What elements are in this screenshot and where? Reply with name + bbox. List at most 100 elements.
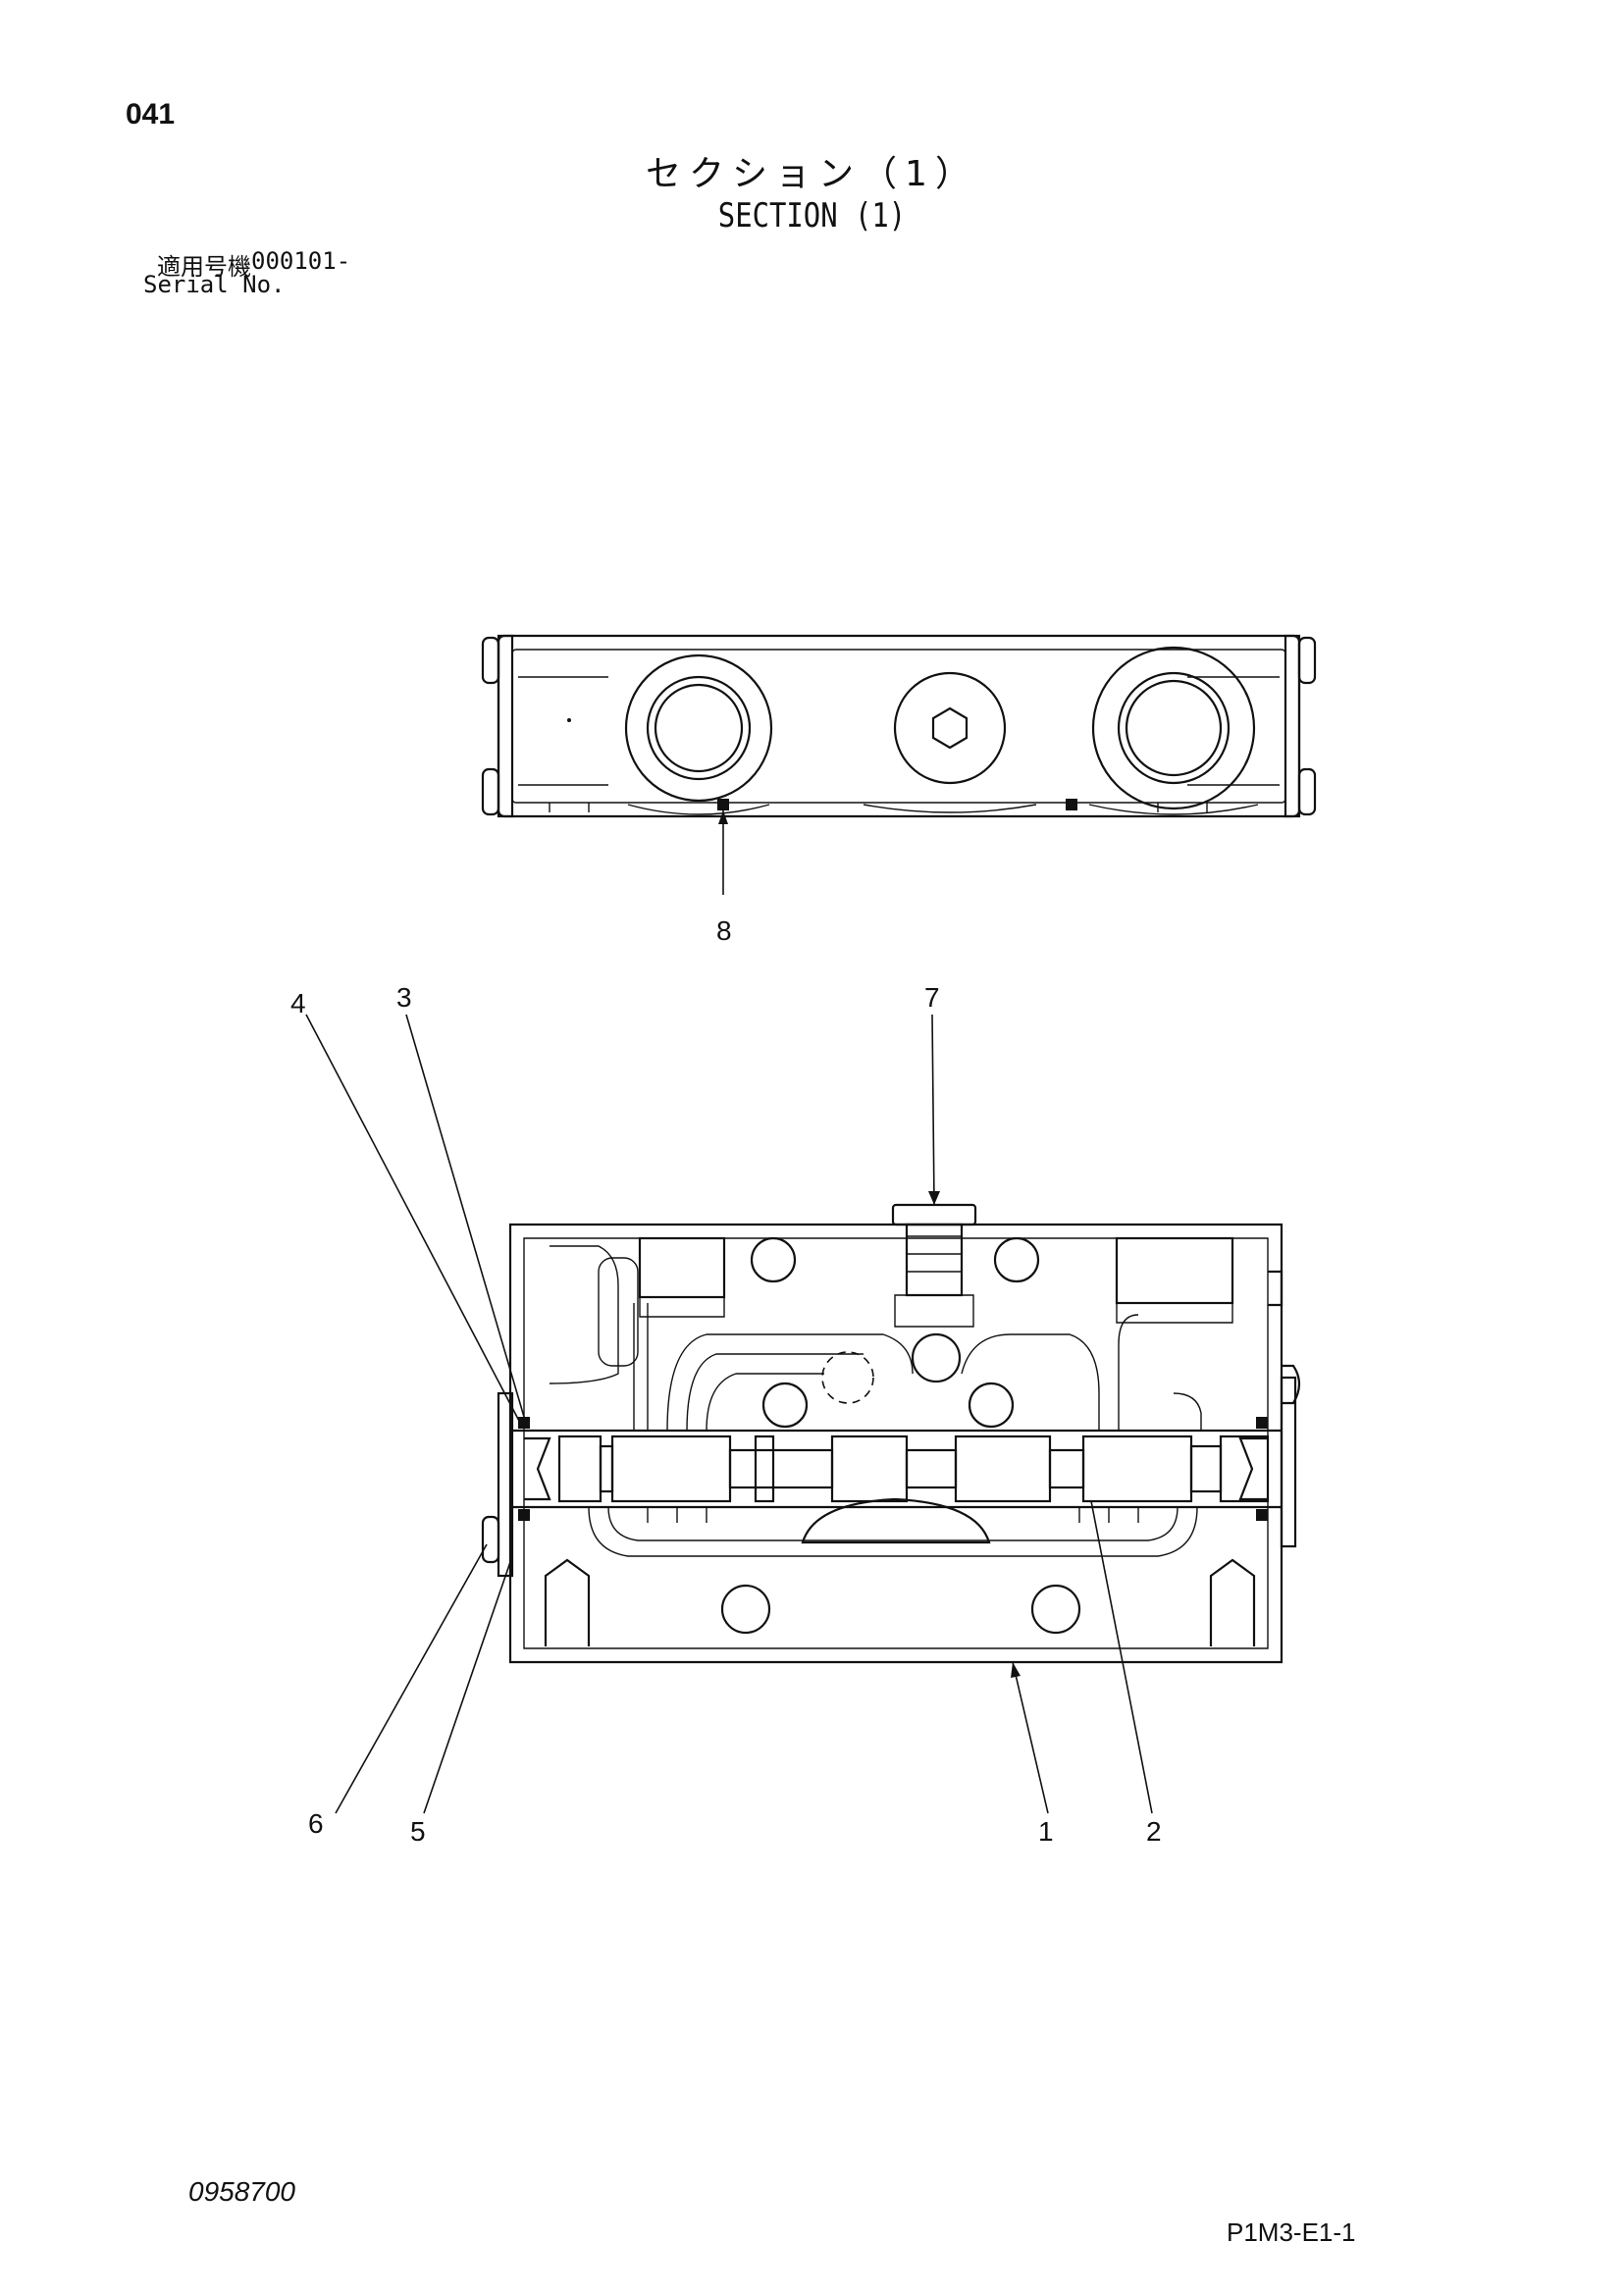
bolt-head-right-top (1297, 636, 1317, 685)
arrow-1-icon (1011, 1662, 1021, 1678)
seal-bottom-right (1256, 1509, 1268, 1521)
spool-land-3 (830, 1434, 909, 1503)
upper-passage-f (1173, 1392, 1202, 1431)
spool-end-right (1219, 1434, 1270, 1503)
right-side-notch (1268, 1270, 1283, 1307)
bolt-head-right-bottom (1297, 767, 1317, 816)
callout-6: 6 (308, 1808, 324, 1839)
leader-4 (305, 1014, 521, 1424)
upper-right-port-step (1116, 1303, 1233, 1324)
spool-land-1 (610, 1434, 732, 1503)
left-end-plate (497, 634, 514, 818)
upper-left-port-step (639, 1297, 725, 1318)
seal-top-right (1256, 1417, 1268, 1429)
o-ring-8-left (717, 799, 729, 810)
upper-right-port (1115, 1236, 1234, 1305)
serial-label-japanese: 適用号機 (157, 253, 251, 281)
plug-7-threads (907, 1235, 962, 1273)
spool-groove-2 (905, 1448, 958, 1489)
left-vertical-passage (633, 1303, 649, 1431)
inner-channel-lines (518, 676, 1280, 786)
lower-passage-inner (607, 1506, 1179, 1541)
leader-1 (1012, 1661, 1049, 1814)
plug-7-seat (894, 1294, 974, 1328)
lower-bore-left (544, 1558, 591, 1646)
dot-mark (567, 718, 571, 722)
right-side-boss (1282, 1364, 1301, 1405)
spool-end-left (557, 1434, 602, 1503)
leader-lines (305, 810, 1153, 1814)
leader-7 (931, 1014, 935, 1206)
leader-6 (335, 1543, 488, 1814)
seal-3-bottom-left (518, 1509, 530, 1521)
hidden-passage (821, 1351, 874, 1404)
title-japanese: セクション（1） (646, 154, 978, 194)
callout-1: 1 (1038, 1816, 1054, 1847)
page-number: 041 (126, 98, 176, 130)
upper-passage-b (686, 1353, 864, 1432)
right-end-plate (1283, 634, 1301, 818)
front-view (481, 1203, 1301, 1664)
spool-land-4 (954, 1434, 1052, 1503)
spool-cap-left (524, 1436, 551, 1501)
spool-land-2 (754, 1434, 775, 1503)
passage-hole-3 (761, 1382, 809, 1429)
lower-dome-cavity (801, 1497, 991, 1544)
document-number: 0958700 (188, 2176, 296, 2207)
bolt-head-left-top (481, 636, 500, 685)
plug-7-shank (905, 1223, 964, 1297)
plug-7-head (891, 1203, 977, 1226)
o-ring-8-right (1066, 799, 1077, 810)
upper-passage-e (1118, 1314, 1139, 1431)
upper-left-cavity (549, 1245, 619, 1384)
spool-land-5 (1081, 1434, 1193, 1503)
spool-groove-3 (1048, 1448, 1085, 1489)
lower-hole-left (720, 1584, 771, 1635)
spool-cap-right (1238, 1436, 1268, 1501)
front-right-end-plate (1280, 1376, 1297, 1548)
callout-4: 4 (290, 988, 306, 1018)
lower-bore-right (1209, 1558, 1256, 1646)
arrow-8-icon (718, 810, 728, 824)
center-plug (893, 671, 1007, 785)
callout-7: 7 (924, 982, 940, 1013)
lower-groove-ticks (647, 1507, 1139, 1523)
callout-labels: 8 4 3 7 6 5 1 2 (290, 915, 1162, 1847)
spool-neck-1 (599, 1444, 614, 1493)
valve-body-inner (523, 1237, 1269, 1649)
leader-3 (405, 1014, 525, 1418)
upper-passage-d (961, 1333, 1100, 1431)
seal-3-top-left (518, 1417, 530, 1429)
right-port-inner (1125, 679, 1223, 777)
front-bolt-head-left (481, 1515, 500, 1564)
callout-5: 5 (410, 1816, 426, 1847)
upper-passage-a (666, 1333, 914, 1432)
bolt-head-left-bottom (481, 767, 500, 816)
arrow-7-icon (928, 1191, 940, 1205)
serial-label-english: Serial No. (143, 271, 286, 298)
leader-5 (423, 1561, 511, 1814)
callout-8: 8 (716, 915, 732, 946)
lower-hole-right (1030, 1584, 1081, 1635)
spool-groove-1 (728, 1448, 834, 1489)
right-port-outer (1117, 671, 1231, 785)
serial-value: 000101- (251, 247, 351, 275)
page-code: P1M3-E1-1 (1227, 2217, 1356, 2247)
spool-neck-2 (1189, 1444, 1223, 1493)
title-english: SECTION (1) (717, 196, 907, 235)
inner-ticks (549, 803, 1208, 812)
passage-hole-5 (911, 1332, 962, 1383)
left-port-outer (646, 675, 752, 781)
callout-2: 2 (1146, 1816, 1162, 1847)
valve-body-outline (508, 1223, 1283, 1664)
upper-passage-c (706, 1373, 824, 1432)
leader-2 (1090, 1500, 1153, 1814)
hex-socket-icon (931, 706, 969, 750)
passage-hole-4 (968, 1382, 1015, 1429)
lower-passage-outer (588, 1506, 1198, 1557)
passage-hole-2 (993, 1236, 1040, 1283)
boss-bottom-curves (627, 804, 1259, 815)
left-port-inner (654, 683, 744, 773)
top-view (481, 634, 1317, 818)
